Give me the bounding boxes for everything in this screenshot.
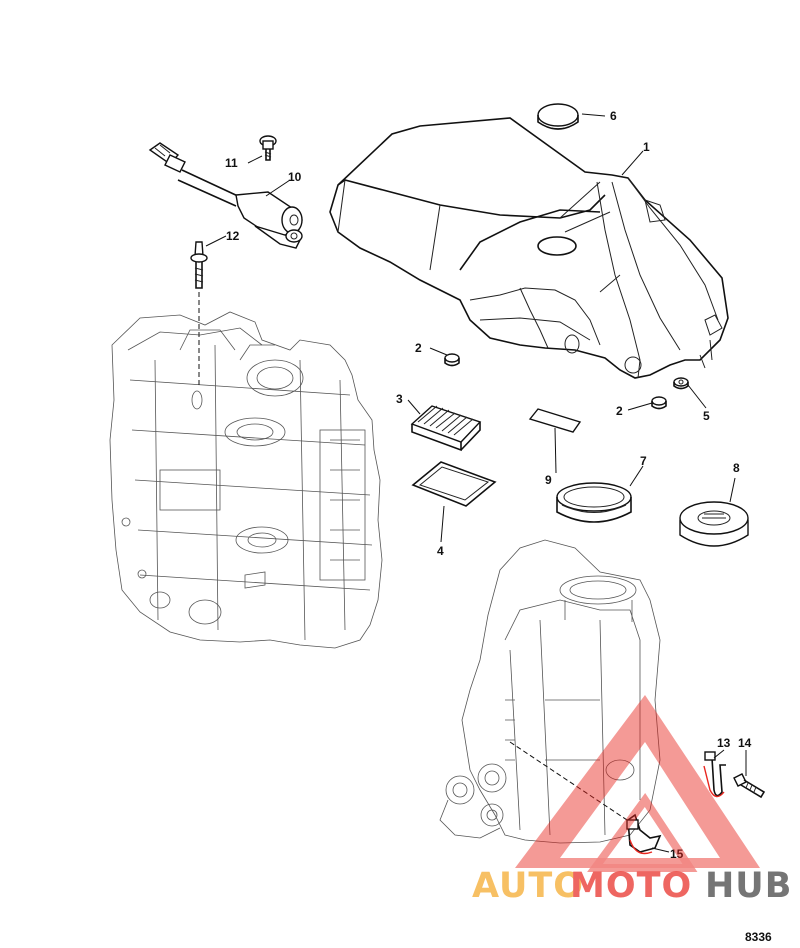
grommet-2a	[444, 353, 460, 367]
grommet-2b	[651, 396, 667, 410]
decal-9	[528, 408, 582, 433]
clamp-alignment-line	[509, 741, 631, 823]
engine-block-ghost	[109, 311, 383, 649]
clamp-13	[703, 751, 726, 798]
callout-10: 10	[288, 170, 302, 184]
stud-12	[190, 241, 208, 289]
callout-2b: 2	[616, 404, 623, 418]
callout-6: 6	[610, 109, 617, 123]
watermark-logo	[515, 695, 760, 872]
callout-11: 11	[225, 156, 238, 170]
gasket-4	[411, 461, 497, 507]
cover-plug	[537, 103, 579, 130]
watermark-text-moto: MOTO	[570, 866, 692, 906]
watermark-triangle-icon	[515, 695, 760, 868]
bushing-5	[673, 377, 689, 390]
callout-9: 9	[545, 473, 552, 487]
callout-8: 8	[733, 461, 740, 475]
callout-13: 13	[717, 736, 731, 750]
watermark-text: AUTO MOTO HUB	[472, 866, 792, 906]
flywheel-cover	[329, 117, 729, 379]
seal-8	[679, 501, 749, 547]
reference-number: 8336	[745, 930, 772, 944]
callout-3: 3	[396, 392, 403, 406]
callout-14: 14	[738, 736, 752, 750]
callout-5: 5	[703, 409, 710, 423]
intake-manifold-ghost	[439, 539, 661, 844]
bolt-14	[733, 773, 766, 799]
watermark-text-auto: AUTO	[472, 866, 584, 906]
sensor-with-harness	[148, 142, 303, 249]
callout-4: 4	[437, 544, 444, 558]
callout-12: 12	[226, 229, 240, 243]
callout-2a: 2	[415, 341, 422, 355]
filter-3	[410, 405, 482, 452]
watermark-text-hub: HUB	[705, 866, 792, 906]
callout-1: 1	[643, 140, 650, 154]
bolt-11	[259, 135, 277, 161]
ring-7	[556, 482, 632, 523]
callout-7: 7	[640, 454, 647, 468]
clamp-15	[626, 813, 662, 855]
callout-15: 15	[670, 847, 684, 861]
callout-leaders	[205, 113, 747, 853]
